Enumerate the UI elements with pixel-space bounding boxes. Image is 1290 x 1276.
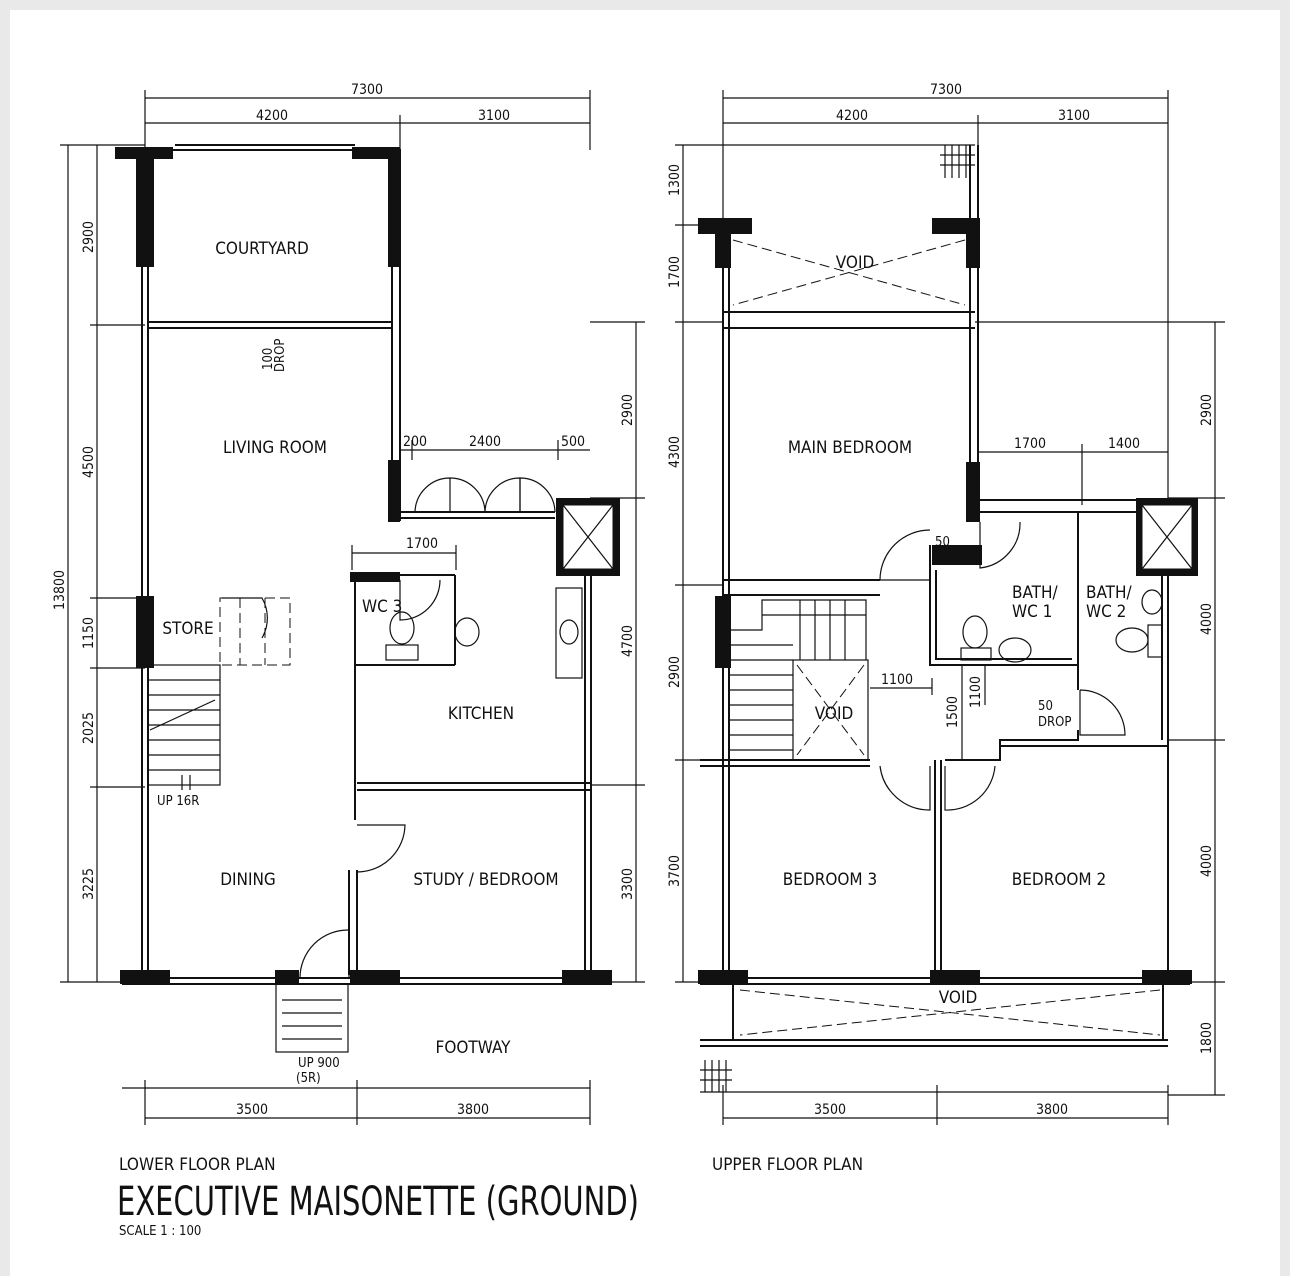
drop-value: 100 bbox=[261, 348, 276, 370]
drop-label: DROP bbox=[273, 339, 288, 372]
drawing-sheet: COURTYARD LIVING ROOM STORE WC 3 KITCHEN… bbox=[10, 10, 1280, 1276]
room-bedroom3: BEDROOM 3 bbox=[783, 870, 877, 890]
void-bottom-cross bbox=[739, 989, 1161, 1036]
room-dining: DINING bbox=[220, 870, 276, 890]
dim: 4700 bbox=[620, 625, 636, 657]
dim: 2900 bbox=[620, 394, 636, 426]
room-bedroom2: BEDROOM 2 bbox=[1012, 870, 1106, 890]
refuse-chute-cross bbox=[1141, 504, 1193, 570]
drop2-label: DROP bbox=[1038, 715, 1071, 730]
dim: 1400 bbox=[1108, 436, 1140, 452]
dim: 1150 bbox=[81, 617, 97, 649]
dim: 1700 bbox=[406, 536, 438, 552]
floor-plans: COURTYARD LIVING ROOM STORE WC 3 KITCHEN… bbox=[52, 82, 1225, 1239]
dim: 1700 bbox=[667, 256, 683, 288]
upper-plan-caption: UPPER FLOOR PLAN bbox=[712, 1155, 863, 1175]
dim: 7300 bbox=[351, 82, 383, 98]
upper-fixtures bbox=[960, 589, 1163, 663]
stair-note: UP 16R bbox=[157, 794, 199, 809]
dim: 3300 bbox=[620, 868, 636, 900]
dim: 4300 bbox=[667, 436, 683, 468]
lower-floor-plan: COURTYARD LIVING ROOM STORE WC 3 KITCHEN… bbox=[52, 82, 645, 1125]
drop2-value: 50 bbox=[1038, 699, 1053, 714]
lower-dimension-text: 7300 4200 3100 13800 2900 4500 1150 2025… bbox=[52, 82, 636, 1118]
drawing-scale: SCALE 1 : 100 bbox=[119, 1224, 201, 1239]
room-study: STUDY / BEDROOM bbox=[413, 870, 558, 890]
upper-dimension-text: 7300 4200 3100 1300 1700 4300 2900 3700 … bbox=[667, 82, 1215, 1118]
dim: 1300 bbox=[667, 164, 683, 196]
lower-fixtures bbox=[385, 587, 583, 679]
lower-dimension-lines bbox=[60, 90, 645, 1125]
dim: 4000 bbox=[1199, 845, 1215, 877]
room-void-mid: VOID bbox=[815, 704, 853, 724]
refuse-chute-cross bbox=[562, 504, 614, 570]
dim: 200 bbox=[403, 434, 427, 450]
void-mid-cross bbox=[796, 664, 865, 756]
lower-doors bbox=[222, 477, 556, 979]
room-bath1-line1: BATH/ bbox=[1012, 583, 1058, 603]
dim: 2400 bbox=[469, 434, 501, 450]
dim: 3100 bbox=[1058, 108, 1090, 124]
upper-floor-plan: VOID MAIN BEDROOM BATH/ WC 1 BATH/ WC 2 … bbox=[667, 82, 1225, 1125]
entry-stair-note: UP 900 bbox=[298, 1056, 340, 1071]
room-store: STORE bbox=[162, 619, 213, 639]
store-shelf-outline bbox=[219, 597, 291, 666]
upper-doors bbox=[879, 521, 1126, 811]
lower-staircase bbox=[147, 664, 349, 1053]
lower-plan-caption: LOWER FLOOR PLAN bbox=[119, 1155, 276, 1175]
room-bath1-line2: WC 1 bbox=[1012, 602, 1052, 622]
dim: 1100 bbox=[968, 676, 984, 708]
dim: 1500 bbox=[945, 696, 961, 728]
room-void-top: VOID bbox=[836, 253, 874, 273]
dim: 4000 bbox=[1199, 603, 1215, 635]
dim: 3500 bbox=[814, 1102, 846, 1118]
dim: 7300 bbox=[930, 82, 962, 98]
room-bath2-line1: BATH/ bbox=[1086, 583, 1132, 603]
dim: 3800 bbox=[457, 1102, 489, 1118]
dim: 13800 bbox=[52, 570, 68, 610]
area-footway: FOOTWAY bbox=[436, 1038, 512, 1058]
dim: 1700 bbox=[1014, 436, 1046, 452]
room-courtyard: COURTYARD bbox=[215, 239, 309, 259]
dim: 3700 bbox=[667, 855, 683, 887]
dim: 2900 bbox=[81, 221, 97, 253]
dim: 3500 bbox=[236, 1102, 268, 1118]
dim: 500 bbox=[561, 434, 585, 450]
dim: 3225 bbox=[81, 868, 97, 900]
entry-stair-risers: (5R) bbox=[296, 1071, 321, 1086]
room-kitchen: KITCHEN bbox=[448, 704, 514, 724]
lower-walls bbox=[122, 144, 612, 985]
dim: 2900 bbox=[1199, 394, 1215, 426]
room-void-bottom: VOID bbox=[939, 988, 977, 1008]
lower-columns bbox=[115, 147, 620, 984]
dim: 3800 bbox=[1036, 1102, 1068, 1118]
drop1-value: 50 bbox=[935, 535, 950, 550]
room-living: LIVING ROOM bbox=[223, 438, 327, 458]
drop1-label: DROP bbox=[935, 551, 968, 566]
room-main-bedroom: MAIN BEDROOM bbox=[788, 438, 912, 458]
drawing-title: EXECUTIVE MAISONETTE (GROUND) bbox=[117, 1179, 639, 1225]
dim: 1800 bbox=[1199, 1022, 1215, 1054]
dim: 2025 bbox=[81, 712, 97, 744]
dim: 3100 bbox=[478, 108, 510, 124]
dim: 4200 bbox=[836, 108, 868, 124]
room-wc3: WC 3 bbox=[362, 597, 402, 617]
dim: 2900 bbox=[667, 656, 683, 688]
room-bath2-line2: WC 2 bbox=[1086, 602, 1126, 622]
dim: 4200 bbox=[256, 108, 288, 124]
upper-staircase bbox=[700, 145, 975, 1092]
upper-walls bbox=[700, 145, 1190, 1047]
void-top-cross bbox=[732, 239, 966, 306]
dim: 1100 bbox=[881, 672, 913, 688]
dim: 4500 bbox=[81, 446, 97, 478]
